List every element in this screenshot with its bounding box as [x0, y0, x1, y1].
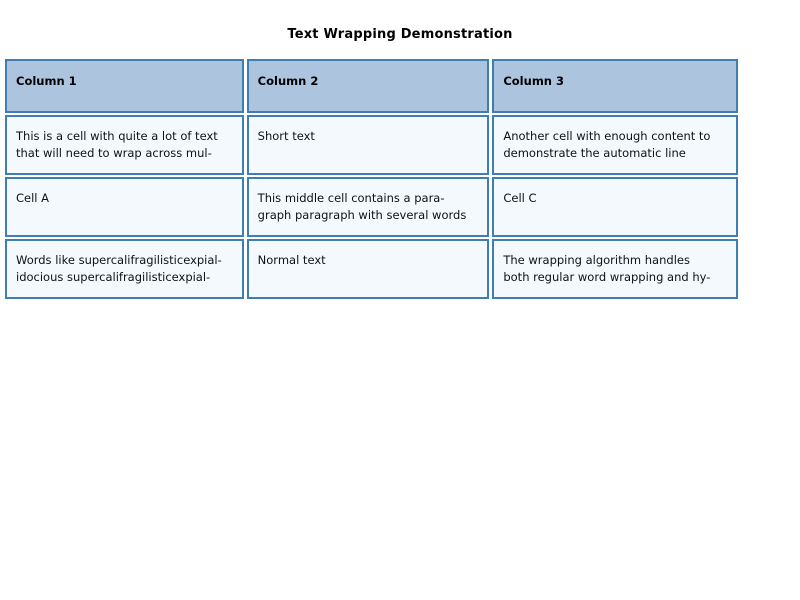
table-header-label: Column 3 — [503, 74, 564, 88]
table-cell-text: Normal text — [257, 253, 326, 267]
table-header-cell-column-1: Column 1 — [5, 59, 244, 113]
page-title: Text Wrapping Demonstration — [287, 27, 513, 42]
table-cell-text: This middle cell contains a para- graph … — [257, 191, 467, 222]
table-cell: This middle cell contains a para- graph … — [246, 177, 490, 237]
table-cell: Cell A — [5, 177, 244, 237]
table-row: This is a cell with quite a lot of text … — [5, 115, 738, 175]
table-cell: This is a cell with quite a lot of text … — [5, 115, 244, 175]
table-cell: Short text — [246, 115, 490, 175]
table-cell-text: The wrapping algorithm handles both regu… — [503, 253, 711, 284]
table-header-cell-column-3: Column 3 — [492, 59, 738, 113]
table-header-label: Column 2 — [257, 74, 319, 88]
table-cell-text: Cell C — [503, 191, 537, 205]
table-cell: Another cell with enough content to demo… — [492, 115, 738, 175]
table-header-cell-column-2: Column 2 — [246, 59, 490, 113]
table-row: Words like supercalifragilisticexpial- i… — [5, 239, 738, 299]
table-cell: Cell C — [492, 177, 738, 237]
table-cell-text: This is a cell with quite a lot of text … — [16, 129, 218, 160]
table-cell-text: Words like supercalifragilisticexpial- i… — [16, 253, 222, 284]
table-cell-text: Cell A — [16, 191, 50, 205]
table-cell: Normal text — [246, 239, 490, 299]
table-header-row: Column 1 Column 2 Column 3 — [5, 59, 738, 113]
table-cell-text: Another cell with enough content to demo… — [503, 129, 711, 160]
wrapping-demo-table: Column 1 Column 2 Column 3 This is a cel… — [5, 59, 738, 301]
table-header-label: Column 1 — [16, 74, 77, 88]
table-cell-text: Short text — [257, 129, 315, 143]
table-cell: Words like supercalifragilisticexpial- i… — [5, 239, 244, 299]
table-row: Cell A This middle cell contains a para-… — [5, 177, 738, 237]
table-cell: The wrapping algorithm handles both regu… — [492, 239, 738, 299]
